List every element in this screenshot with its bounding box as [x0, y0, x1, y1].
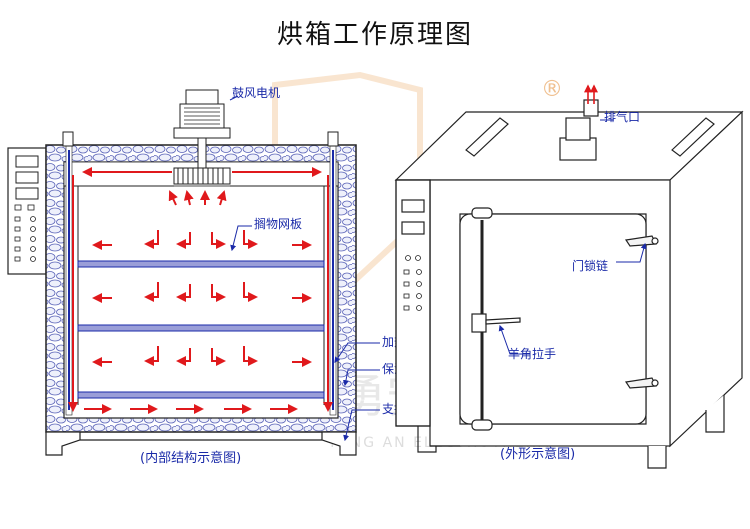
registered-mark: ®: [541, 77, 563, 102]
label-door-latch: 门锁链: [572, 258, 608, 273]
caption-internal: (内部结构示意图): [140, 450, 241, 466]
inner-chamber: [63, 161, 339, 419]
fan-impeller: [173, 167, 231, 185]
external-view: [394, 99, 744, 469]
oven-panel: [395, 179, 431, 427]
label-handle: 羊角拉手: [508, 346, 556, 361]
support-legs: [45, 431, 357, 456]
heater-tubes: [62, 131, 339, 416]
internal-view: 鼓风电机 搁物网板 加热器 保温层 支撑脚 (内部结构示意图): [7, 86, 418, 466]
shelves: [77, 260, 325, 399]
exhaust-arrows: [584, 84, 598, 104]
label-blower-motor: 鼓风电机: [232, 86, 280, 100]
diagram-title: 烘箱工作原理图: [276, 20, 473, 50]
label-exhaust: 排气口: [604, 109, 640, 124]
blower-motor: [173, 89, 231, 169]
caption-external: (外形示意图): [500, 446, 575, 462]
airflow-arrows: [82, 167, 322, 414]
label-shelf: 搁物网板: [254, 216, 302, 231]
